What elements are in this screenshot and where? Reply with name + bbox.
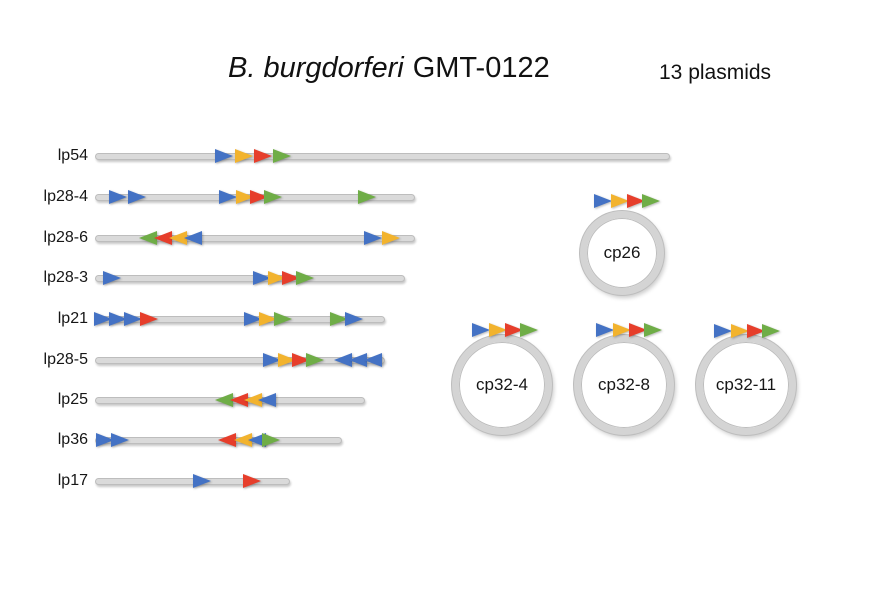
blue-gene-arrow-right-icon <box>364 231 382 245</box>
yellow-gene-arrow-left-icon <box>169 231 187 245</box>
blue-gene-arrow-right-icon <box>109 190 127 204</box>
circular-plasmid-label-cp26: cp26 <box>603 243 641 262</box>
blue-gene-arrow-right-icon <box>714 324 732 338</box>
plasmid-label-lp28-3: lp28-3 <box>43 269 88 286</box>
green-gene-arrow-right-icon <box>262 433 280 447</box>
yellow-gene-arrow-left-icon <box>244 393 262 407</box>
green-gene-arrow-right-icon <box>330 312 348 326</box>
green-gene-arrow-right-icon <box>264 190 282 204</box>
blue-gene-arrow-right-icon <box>109 312 127 326</box>
red-gene-arrow-right-icon <box>254 149 272 163</box>
yellow-gene-arrow-right-icon <box>259 312 277 326</box>
plasmid-label-lp25: lp25 <box>57 391 88 408</box>
red-gene-arrow-right-icon <box>282 271 300 285</box>
blue-gene-arrow-right-icon <box>345 312 363 326</box>
yellow-gene-arrow-right-icon <box>236 190 254 204</box>
yellow-gene-arrow-right-icon <box>235 149 253 163</box>
plasmid-label-lp21: lp21 <box>57 310 88 327</box>
blue-gene-arrow-right-icon <box>103 271 121 285</box>
circular-plasmid-cp32-4: cp32-4 <box>452 335 552 435</box>
green-gene-arrow-right-icon <box>274 312 292 326</box>
circular-plasmid-cp26: cp26 <box>580 211 664 295</box>
plasmid-bar-lp17 <box>95 478 290 485</box>
red-gene-arrow-right-icon <box>747 324 765 338</box>
plasmid-label-lp17: lp17 <box>57 472 88 489</box>
blue-gene-arrow-right-icon <box>96 433 114 447</box>
red-gene-arrow-left-icon <box>154 231 172 245</box>
red-gene-arrow-right-icon <box>292 353 310 367</box>
plasmid-label-lp28-6: lp28-6 <box>43 229 88 246</box>
blue-gene-arrow-left-icon <box>364 353 382 367</box>
plasmid-label-lp28-4: lp28-4 <box>43 188 88 205</box>
plasmid-bar-lp54 <box>95 153 670 160</box>
blue-gene-arrow-right-icon <box>472 323 490 337</box>
red-gene-arrow-right-icon <box>629 323 647 337</box>
blue-gene-arrow-right-icon <box>263 353 281 367</box>
plasmid-count: 13 plasmids <box>659 61 772 84</box>
yellow-gene-arrow-right-icon <box>611 194 629 208</box>
plasmid-bar-lp28-5 <box>95 357 385 364</box>
yellow-gene-arrow-right-icon <box>278 353 296 367</box>
blue-gene-arrow-left-icon <box>334 353 352 367</box>
blue-gene-arrow-right-icon <box>124 312 142 326</box>
green-gene-arrow-right-icon <box>644 323 662 337</box>
yellow-gene-arrow-right-icon <box>489 323 507 337</box>
yellow-gene-arrow-right-icon <box>382 231 400 245</box>
blue-gene-arrow-left-icon <box>248 433 266 447</box>
blue-gene-arrow-right-icon <box>253 271 271 285</box>
blue-gene-arrow-right-icon <box>594 194 612 208</box>
blue-gene-arrow-left-icon <box>184 231 202 245</box>
red-gene-arrow-right-icon <box>627 194 645 208</box>
yellow-gene-arrow-right-icon <box>268 271 286 285</box>
yellow-gene-arrow-left-icon <box>234 433 252 447</box>
green-gene-arrow-left-icon <box>139 231 157 245</box>
green-gene-arrow-right-icon <box>520 323 538 337</box>
blue-gene-arrow-right-icon <box>244 312 262 326</box>
plasmid-bar-lp28-6 <box>95 235 415 242</box>
strain-name: GMT-0122 <box>412 52 550 84</box>
circular-plasmid-label-cp32-4: cp32-4 <box>476 375 528 394</box>
red-gene-arrow-right-icon <box>243 474 261 488</box>
blue-gene-arrow-right-icon <box>111 433 129 447</box>
green-gene-arrow-right-icon <box>296 271 314 285</box>
blue-gene-arrow-right-icon <box>596 323 614 337</box>
plasmid-bar-lp28-3 <box>95 275 405 282</box>
red-gene-arrow-right-icon <box>140 312 158 326</box>
blue-gene-arrow-left-icon <box>258 393 276 407</box>
blue-gene-arrow-right-icon <box>193 474 211 488</box>
red-gene-arrow-right-icon <box>250 190 268 204</box>
circular-plasmid-cp32-8: cp32-8 <box>574 335 674 435</box>
red-gene-arrow-right-icon <box>505 323 523 337</box>
green-gene-arrow-right-icon <box>762 324 780 338</box>
yellow-gene-arrow-right-icon <box>731 324 749 338</box>
circular-plasmid-label-cp32-8: cp32-8 <box>598 375 650 394</box>
red-gene-arrow-left-icon <box>230 393 248 407</box>
plasmid-label-lp36: lp36 <box>57 431 88 448</box>
blue-gene-arrow-right-icon <box>215 149 233 163</box>
plasmid-bar-lp36 <box>95 437 342 444</box>
plasmid-label-lp54: lp54 <box>57 147 88 164</box>
green-gene-arrow-left-icon <box>215 393 233 407</box>
green-gene-arrow-right-icon <box>306 353 324 367</box>
green-gene-arrow-right-icon <box>358 190 376 204</box>
blue-gene-arrow-right-icon <box>94 312 112 326</box>
yellow-gene-arrow-right-icon <box>613 323 631 337</box>
species-name: B. burgdorferi <box>228 52 404 84</box>
circular-plasmid-label-cp32-11: cp32-11 <box>715 375 777 394</box>
circular-plasmid-cp32-11: cp32-11 <box>696 335 796 435</box>
green-gene-arrow-right-icon <box>642 194 660 208</box>
blue-gene-arrow-right-icon <box>219 190 237 204</box>
red-gene-arrow-left-icon <box>218 433 236 447</box>
blue-gene-arrow-right-icon <box>128 190 146 204</box>
green-gene-arrow-right-icon <box>273 149 291 163</box>
plasmid-label-lp28-5: lp28-5 <box>43 351 88 368</box>
blue-gene-arrow-left-icon <box>349 353 367 367</box>
